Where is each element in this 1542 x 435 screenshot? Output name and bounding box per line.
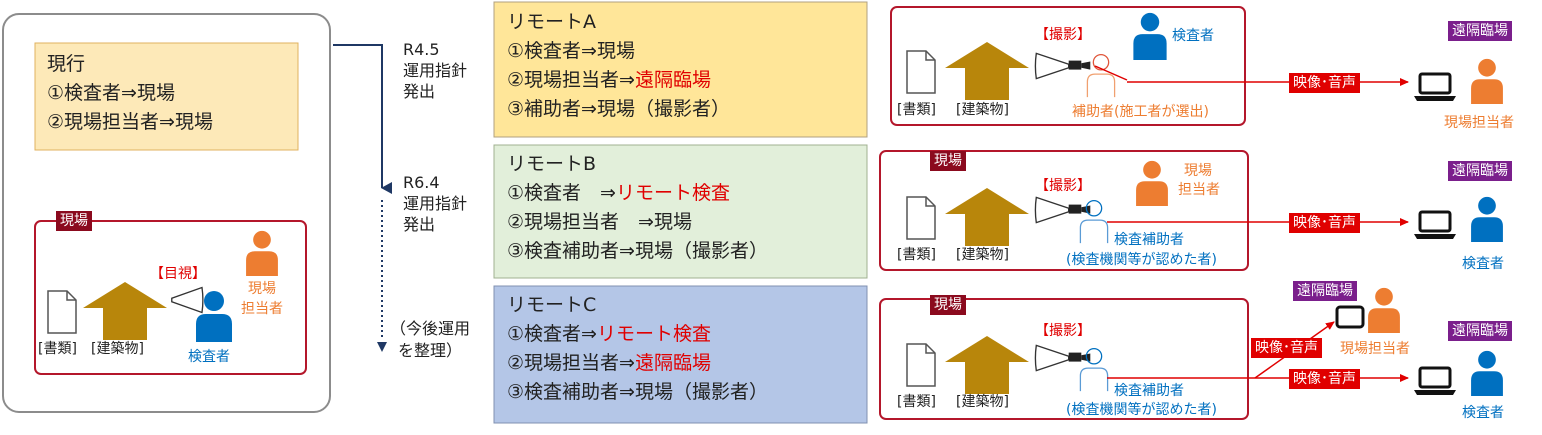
scene-c-building-label: [建築物]	[956, 394, 1009, 410]
scene-c-remote-tag-lower: 遠隔臨場	[1448, 321, 1512, 341]
remote-c-line-1: ①検査者⇒リモート検査	[507, 321, 711, 348]
scene-b-document-icon	[906, 196, 936, 240]
current-line-2: ②現場担当者⇒現場	[47, 111, 213, 133]
scene-c-documents-label: [書類]	[897, 394, 936, 410]
current-site-person-label: 現場 担当者	[240, 278, 284, 318]
scene-b-remote-person-label: 検査者	[1462, 256, 1504, 272]
remote-b-line-1-text: ①検査者 ⇒	[507, 182, 616, 204]
scene-a-documents-label: [書類]	[897, 102, 936, 118]
timeline-r64: R6.4 運用指針 発出	[403, 172, 467, 235]
scene-c-lower-person-icon	[1471, 350, 1503, 396]
scene-a-av-badge: 映像･音声	[1289, 73, 1360, 93]
current-site-person-line-1: 現場	[248, 281, 276, 297]
remote-c-line-2: ②現場担当者⇒遠隔臨場	[507, 350, 711, 377]
timeline-r45: R4.5 運用指針 発出	[403, 39, 467, 102]
scene-a-inspector-label: 検査者	[1172, 28, 1214, 44]
scene-b-shooting-label: 【撮影】	[1035, 178, 1091, 194]
scene-b-site-person-line-1: 現場	[1184, 163, 1212, 179]
scene-c-assistant-line-2: (検査機関等が認めた者)	[1066, 402, 1217, 418]
scene-a-building-label: [建築物]	[956, 102, 1009, 118]
remote-c-title: リモートC	[507, 294, 597, 316]
remote-b-title: リモートB	[507, 153, 597, 175]
scene-b-assistant-line-1: 検査補助者	[1114, 232, 1184, 248]
remote-c-line-1-highlight: リモート検査	[596, 323, 711, 345]
scene-a-assistant-label: 補助者(施工者が選出)	[1072, 104, 1209, 120]
remote-b-line-2: ②現場担当者 ⇒現場	[507, 211, 692, 233]
remote-c-line-3: ③検査補助者⇒現場（撮影者）	[507, 381, 768, 403]
current-building-label: [建築物]	[91, 341, 144, 357]
scene-b-site-person-label: 現場 担当者	[1178, 162, 1220, 200]
remote-a-title: リモートA	[507, 11, 596, 33]
remote-c-line-1-text: ①検査者⇒	[507, 323, 597, 345]
current-title: 現行	[47, 53, 86, 75]
scene-c-tablet-icon	[1335, 305, 1365, 329]
timeline-r45-line-1: R4.5	[403, 40, 440, 59]
current-documents-label: [書類]	[38, 341, 77, 357]
remote-c-box	[493, 285, 868, 424]
timeline-arrow	[333, 44, 392, 194]
document-icon	[47, 290, 77, 334]
scene-c-remote-tag-upper: 遠隔臨場	[1293, 281, 1357, 301]
scene-b-site-person-line-2: 担当者	[1178, 182, 1220, 198]
current-site-person-line-2: 担当者	[241, 301, 283, 317]
remote-a-line-2-highlight: 遠隔臨場	[634, 69, 711, 91]
timeline-r64-line-3: 発出	[403, 215, 436, 234]
remote-b-box	[493, 144, 868, 279]
scene-c-site-tag: 現場	[930, 295, 966, 315]
remote-b-line-3: ③検査補助者⇒現場（撮影者）	[507, 240, 768, 262]
current-site-tag: 現場	[56, 211, 92, 231]
remote-c-line-2-text: ②現場担当者⇒	[507, 352, 635, 374]
current-box	[34, 42, 299, 151]
scene-c-shooting-label: 【撮影】	[1035, 323, 1091, 339]
scene-a-document-icon	[906, 50, 936, 94]
scene-c-remote-person-lower-label: 検査者	[1462, 405, 1504, 421]
scene-c-upper-person-icon	[1368, 287, 1400, 333]
scene-b-remote-person-icon	[1471, 196, 1503, 242]
scene-b-av-badge: 映像･音声	[1289, 213, 1360, 233]
scene-c-av-badge-upper: 映像･音声	[1251, 338, 1322, 358]
remote-a-line-1: ①検査者⇒現場	[507, 40, 635, 62]
remote-a-line-2-text: ②現場担当者⇒	[507, 69, 635, 91]
current-inspector-label: 検査者	[188, 349, 230, 365]
timeline-future-line-2: を整理）	[398, 341, 463, 360]
timeline-r64-line-2: 運用指針	[403, 194, 468, 213]
scene-a-remote-person-icon	[1471, 58, 1503, 104]
current-line-1: ①検査者⇒現場	[47, 82, 175, 104]
scene-b-site-tag: 現場	[930, 151, 966, 171]
scene-a-remote-person-label: 現場担当者	[1444, 115, 1514, 131]
scene-c-assistant-line-1: 検査補助者	[1114, 383, 1184, 399]
remote-a-box	[493, 1, 868, 138]
timeline-r45-line-2: 運用指針	[403, 61, 468, 80]
scene-b-laptop-icon	[1413, 210, 1457, 240]
current-site-frame	[34, 220, 307, 375]
remote-a-line-3: ③補助者⇒現場（撮影者）	[507, 98, 730, 120]
scene-a-laptop-icon	[1413, 72, 1457, 102]
scene-b-building-label: [建築物]	[956, 247, 1009, 263]
scene-a-remote-tag: 遠隔臨場	[1448, 21, 1512, 41]
scene-a-shooting-label: 【撮影】	[1035, 27, 1091, 43]
remote-b-line-1: ①検査者 ⇒リモート検査	[507, 180, 730, 207]
timeline-arrowhead	[377, 342, 387, 352]
scene-b-remote-tag: 遠隔臨場	[1448, 161, 1512, 181]
scene-c-document-icon	[906, 343, 936, 387]
scene-c-laptop-icon	[1413, 366, 1457, 396]
timeline-r45-line-3: 発出	[403, 82, 436, 101]
remote-b-line-1-highlight: リモート検査	[615, 182, 730, 204]
scene-c-remote-person-upper-label: 現場担当者	[1340, 341, 1410, 357]
scene-b-assistant-line-2: (検査機関等が認めた者)	[1066, 252, 1217, 268]
scene-c-av-badge-lower: 映像･音声	[1289, 369, 1360, 389]
timeline-future: （今後運用 を整理）	[390, 318, 470, 362]
scene-b-documents-label: [書類]	[897, 247, 936, 263]
timeline-r64-line-1: R6.4	[403, 173, 440, 192]
remote-c-line-2-highlight: 遠隔臨場	[634, 352, 711, 374]
remote-a-line-2: ②現場担当者⇒遠隔臨場	[507, 67, 711, 94]
timeline-future-line-1: （今後運用	[390, 319, 471, 338]
current-visual-label: 【目視】	[150, 266, 206, 282]
scene-a-connector	[1094, 65, 1128, 81]
